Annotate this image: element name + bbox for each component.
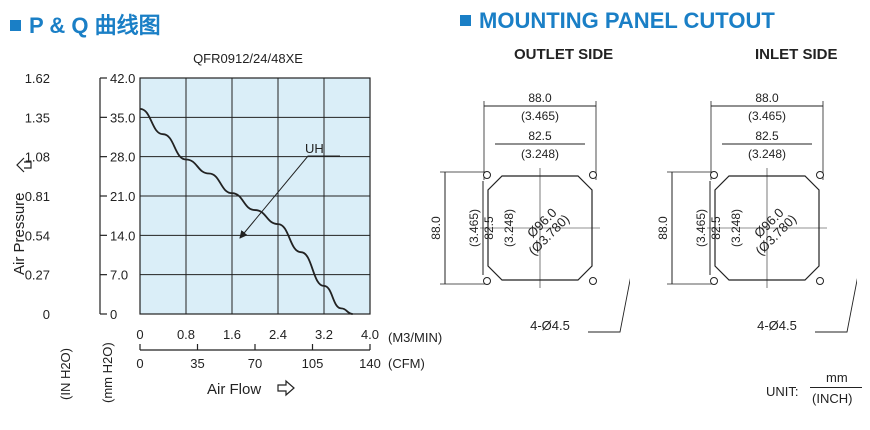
y-tick-label-mmh2o: 35.0 [110,110,135,125]
x-tick-label-cfm: 70 [248,356,262,371]
x-tick-label-m3min: 0 [136,327,143,342]
cutout-outline [487,175,593,281]
inlet-side-title: INLET SIDE [755,46,838,63]
y-tick-label-mmh2o: 28.0 [110,150,135,165]
unit-numerator: mm [826,370,848,385]
dim-825-label: 82.5 [528,129,552,143]
mount-hole [483,171,491,179]
dim-825-inch-label: (3.248) [521,147,559,161]
hole-label: 4-Ø4.5 [530,318,570,333]
y-tick-label-mmh2o: 21.0 [110,189,135,204]
mount-hole [710,171,718,179]
unit-denominator: (INCH) [812,391,853,406]
hole-leader-line [588,277,630,333]
y-tick-label-mmh2o: 42.0 [110,71,135,86]
x-unit-cfm: (CFM) [388,356,425,371]
hole-inch-label: (4-Ø0.177) [519,334,582,336]
arrow-up-outline-icon [16,157,32,173]
x-tick-label-m3min: 3.2 [315,327,333,342]
dim-825-inch-label: (3.248) [748,147,786,161]
mount-section-title: MOUNTING PANEL CUTOUT [460,8,775,34]
square-bullet-icon [10,20,21,31]
hole-inch-label: (4-Ø0.177) [746,334,809,336]
y-tick-label-inh2o: 0 [43,307,50,322]
unit-fraction-bar [810,387,862,388]
square-bullet-icon [460,15,471,26]
x-tick-label-m3min: 0.8 [177,327,195,342]
mount-hole [816,277,824,285]
inlet-drawing: 88.0(3.465)82.5(3.248)88.0(3.465)82.5(3.… [656,91,857,336]
vdim-88-inch-label: (3.465) [467,209,481,247]
unit-label: UNIT: [766,384,799,399]
x-unit-m3min: (M3/MIN) [388,330,442,345]
x-tick-label-cfm: 105 [302,356,324,371]
vdim-88-label: 88.0 [429,216,443,240]
x-tick-label-m3min: 4.0 [361,327,379,342]
series-label-uh: UH [305,141,324,156]
y-tick-label-inh2o: 1.62 [25,71,50,86]
mount-hole [483,277,491,285]
x-axis-title: Air Flow [207,381,261,398]
dim-88-label: 88.0 [755,91,779,105]
outlet-drawing: 88.0(3.465)82.5(3.248)88.0(3.465)82.5(3.… [429,91,630,336]
y-tick-label-inh2o: 0.27 [25,268,50,283]
y-tick-label-inh2o: 0.54 [25,228,50,243]
dim-825-label: 82.5 [755,129,779,143]
y-unit-inh2o: (IN H2O) [58,348,73,400]
cutout-outline [714,175,820,281]
y-tick-label-inh2o: 0.81 [25,189,50,204]
y-axis-title: Air Pressure [11,192,28,275]
x-tick-label-m3min: 2.4 [269,327,287,342]
pq-chart: QFR0912/24/48XE 42.0 1.62 35.0 1.35 28.0 1.08… [11,51,442,403]
y-tick-label-mmh2o: 14.0 [110,228,135,243]
pq-section-title: P & Q 曲线图 [10,8,161,40]
series-line-uh [139,108,353,315]
hole-label: 4-Ø4.5 [757,318,797,333]
vdim-88-label: 88.0 [656,216,670,240]
x-tick-label-cfm: 0 [136,356,143,371]
mount-hole [589,171,597,179]
vdim-88-inch-label: (3.465) [694,209,708,247]
y-tick-label-mmh2o: 7.0 [110,268,128,283]
x-tick-label-m3min: 1.6 [223,327,241,342]
y-tick-label-inh2o: 1.35 [25,110,50,125]
pq-title-text: P & Q 曲线图 [29,13,161,38]
outlet-side-title: OUTLET SIDE [514,46,614,63]
arrow-right-outline-icon [277,379,295,397]
hole-leader-line [815,277,857,333]
x-tick-label-cfm: 140 [359,356,381,371]
mount-title-text: MOUNTING PANEL CUTOUT [479,8,775,33]
mount-hole [710,277,718,285]
x-tick-label-cfm: 35 [190,356,204,371]
mount-hole [816,171,824,179]
y-tick-label-inh2o: 1.08 [25,150,50,165]
y-tick-label-mmh2o: 0 [110,307,117,322]
chart-title: QFR0912/24/48XE [193,51,303,66]
dim-88-inch-label: (3.465) [521,109,559,123]
dim-88-inch-label: (3.465) [748,109,786,123]
y-unit-mmh2o: (mm H2O) [100,342,115,403]
mount-hole [589,277,597,285]
dim-88-label: 88.0 [528,91,552,105]
uh-leader-line [239,155,340,239]
